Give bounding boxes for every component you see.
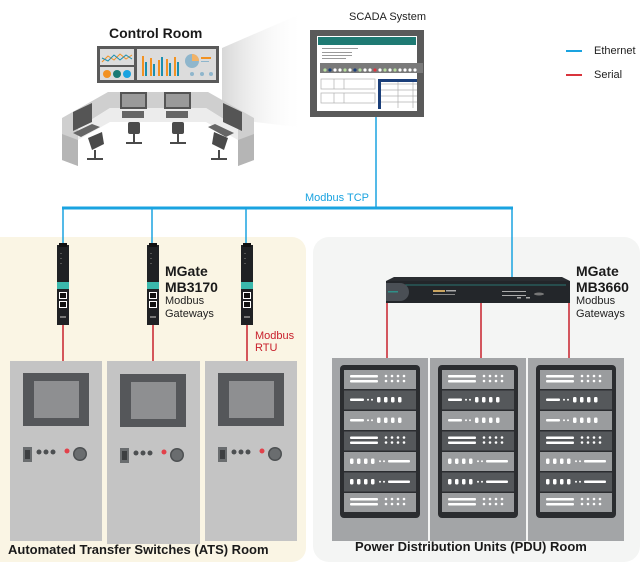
- ats-cabinet-3: [205, 361, 297, 541]
- chair: [88, 132, 104, 150]
- legend-label: Ethernet: [594, 45, 636, 57]
- mb3660-desc-line2: Gateways: [576, 308, 625, 320]
- workstation-monitor: [73, 103, 92, 131]
- modbus-tcp-label: Modbus TCP: [305, 192, 369, 204]
- pdu-slot: [540, 390, 612, 410]
- legend: Ethernet Serial: [566, 45, 636, 81]
- pdu-slot: [442, 370, 514, 389]
- mb3170-label: MGate MB3170 Modbus Gateways: [165, 263, 218, 321]
- mb3170-desc-line2: Gateways: [165, 308, 214, 320]
- pdu-slot: [344, 390, 416, 410]
- pdu-slot: [344, 370, 416, 389]
- mb3170-gateway-3: [241, 243, 253, 325]
- scada-screen: [310, 30, 424, 117]
- pdu-slot: [442, 493, 514, 512]
- pdu-slot: [442, 390, 514, 410]
- pdu-slot: [442, 472, 514, 492]
- mb3660-label: MGate MB3660 Modbus Gateways: [576, 263, 629, 321]
- legend-item-ethernet: Ethernet: [566, 45, 636, 57]
- chair: [212, 132, 228, 150]
- pdu-slot: [442, 431, 514, 451]
- modbus-rtu-line2: RTU: [255, 342, 278, 354]
- legend-item-serial: Serial: [566, 69, 636, 81]
- ats-cabinet-2: [107, 361, 200, 544]
- pdu-slot: [540, 431, 612, 451]
- pdu-rack: [430, 358, 526, 541]
- pdu-slot: [344, 431, 416, 451]
- mb3660-gateway: [386, 277, 570, 303]
- pdu-slot: [540, 411, 612, 430]
- serial-lines: [62, 303, 570, 361]
- ats-cabinet-1: [10, 361, 102, 541]
- pdu-slot: [540, 452, 612, 471]
- pdu-slot: [540, 472, 612, 492]
- pdu-slot: [540, 370, 612, 389]
- serial-swatch-icon: [566, 74, 582, 76]
- scada-title: SCADA System: [349, 11, 427, 23]
- pdu-slot: [540, 493, 612, 512]
- pdu-slot: [442, 452, 514, 471]
- control-room-illustration: [62, 46, 254, 166]
- chair: [128, 122, 140, 134]
- legend-label: Serial: [594, 69, 623, 81]
- pdu-rack: [332, 358, 428, 541]
- scada-status-indicators: [323, 68, 417, 72]
- modbus-rtu-line1: Modbus: [255, 330, 295, 342]
- chair: [172, 122, 184, 134]
- mb3660-desc-line1: Modbus: [576, 295, 616, 307]
- mb3170-name-line2: MB3170: [165, 279, 218, 295]
- projection-beam: [222, 12, 305, 128]
- mb3170-gateway-1: [57, 243, 69, 325]
- control-room-title: Control Room: [109, 25, 203, 41]
- modbus-rtu-label: Modbus RTU: [255, 330, 294, 354]
- pdu-slot: [344, 493, 416, 512]
- pdu-slot: [344, 452, 416, 471]
- workstation-monitor: [223, 103, 242, 131]
- mb3170-gateway-2: [147, 243, 159, 325]
- pdu-rack: [528, 358, 624, 541]
- mb3660-name-line1: MGate: [576, 263, 619, 279]
- pdu-room-title: Power Distribution Units (PDU) Room: [355, 539, 587, 554]
- ats-room-title: Automated Transfer Switches (ATS) Room: [8, 542, 269, 557]
- ethernet-lines: [62, 117, 513, 280]
- desk-partition: [62, 92, 254, 166]
- pdu-slot: [442, 411, 514, 430]
- mb3170-name-line1: MGate: [165, 263, 208, 279]
- pdu-slot: [344, 411, 416, 430]
- wall-bar-chart: [142, 56, 179, 76]
- pdu-slot: [344, 472, 416, 492]
- mb3660-name-line2: MB3660: [576, 279, 629, 295]
- ethernet-swatch-icon: [566, 50, 582, 52]
- mb3170-desc-line1: Modbus: [165, 295, 205, 307]
- pdu-racks: [332, 358, 624, 541]
